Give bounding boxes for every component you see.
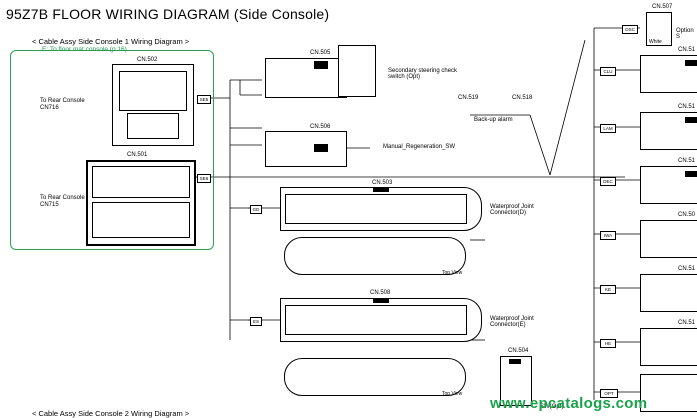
cn508-label: CN.508 (370, 290, 391, 296)
bus-tag-he: HE (600, 339, 616, 348)
cn501-pin-block-bottom (92, 202, 190, 238)
to-rear-console-id-2: CN715 (40, 202, 59, 208)
cn501-label: CN.501 (127, 152, 148, 158)
cn502-pin-block-top (119, 71, 187, 111)
cn50x-connector (640, 220, 697, 258)
cn501-pin-block-top (92, 166, 190, 198)
bus-tag-ke: KE (600, 285, 616, 294)
cn504-label: CN.504 (508, 348, 529, 354)
regen-sw-label: Manual_Regeneration_SW (383, 144, 456, 150)
to-rear-console-label-2: To Rear Console (40, 195, 85, 201)
cn503-top-view (284, 237, 466, 275)
cn503-connector (280, 187, 482, 231)
cn51d-connector (640, 274, 697, 312)
option-label: Option S (676, 28, 694, 40)
cn503-label: CN.503 (372, 180, 393, 186)
top-view-label-2: Top View (442, 391, 463, 397)
top-view-label-1: Top View (442, 270, 463, 276)
cn51e-label: CN.51 (678, 320, 696, 326)
to-rear-console-label-1: To Rear Console (40, 98, 85, 104)
section2-heading: < Cable Assy Side Console 2 Wiring Diagr… (32, 409, 190, 418)
cn51e-connector (640, 328, 697, 366)
cn507-label: CN.507 (652, 4, 673, 10)
section1-note: E: To floor mat console (p.16) (42, 46, 127, 53)
bus-tag-opt: OPT (600, 389, 618, 398)
cn51b-connector (640, 112, 697, 150)
steering-switch-label: Secondary steering check switch (Opt) (388, 68, 458, 80)
bus-tag-iwa: IWA (600, 231, 616, 240)
tag-se6: SE6 (197, 174, 211, 183)
cn51f-connector (640, 374, 697, 412)
cn503-pin-block (285, 194, 467, 224)
cn501-connector (86, 160, 196, 246)
watermark: www.epcatalogs.com (490, 395, 648, 412)
cn508-pin-block (285, 305, 467, 335)
cn502-label: CN.502 (137, 57, 158, 63)
tag-gd: GD (250, 205, 262, 214)
cn505-mate (338, 45, 376, 97)
cn505-connector (265, 58, 347, 98)
cn508-top-view (284, 358, 466, 396)
white-label: White (649, 39, 662, 45)
cn502-connector (112, 64, 194, 146)
cn51c-label: CN.51 (678, 158, 696, 164)
backup-alarm-label: Back-up alarm (474, 117, 513, 123)
cn506-label: CN.506 (310, 124, 331, 130)
cn506-connector (265, 131, 347, 167)
cn51a-connector (640, 55, 697, 93)
cn505-label: CN.505 (310, 50, 331, 56)
waterproof-e-label: Waterproof Joint Connector(E) (490, 316, 534, 328)
cn51c-connector (640, 166, 697, 204)
waterproof-d-label: Waterproof Joint Connector(D) (490, 204, 534, 216)
to-rear-console-id-1: CN716 (40, 105, 59, 111)
cn502-pin-block-bottom (127, 113, 179, 139)
cn519-label: CN.519 (458, 95, 479, 101)
cn504-connector (500, 356, 532, 406)
section1-frame (10, 50, 214, 250)
cn507-connector (646, 12, 672, 46)
bus-tag-dec: DEC (600, 177, 616, 186)
bus-tag-osc: OSC (622, 25, 638, 34)
tag-es: ES (250, 317, 262, 326)
cn50x-label: CN.50 (678, 212, 696, 218)
cn518-label: CN.518 (512, 95, 533, 101)
sw-opt-label: SW(Opt) (540, 404, 564, 410)
cn51a-label: CN.51 (678, 47, 696, 53)
bus-tag-lam: LAM (600, 124, 616, 133)
section1-heading: < Cable Assy Side Console 1 Wiring Diagr… (32, 37, 190, 46)
cn51d-label: CN.51 (678, 266, 696, 272)
cn508-connector (280, 298, 482, 342)
cn51b-label: CN.51 (678, 104, 696, 110)
page-title: 95Z7B FLOOR WIRING DIAGRAM (Side Console… (6, 6, 330, 22)
bus-tag-clu: CLU (600, 67, 616, 76)
tag-se5: SE5 (197, 95, 211, 104)
